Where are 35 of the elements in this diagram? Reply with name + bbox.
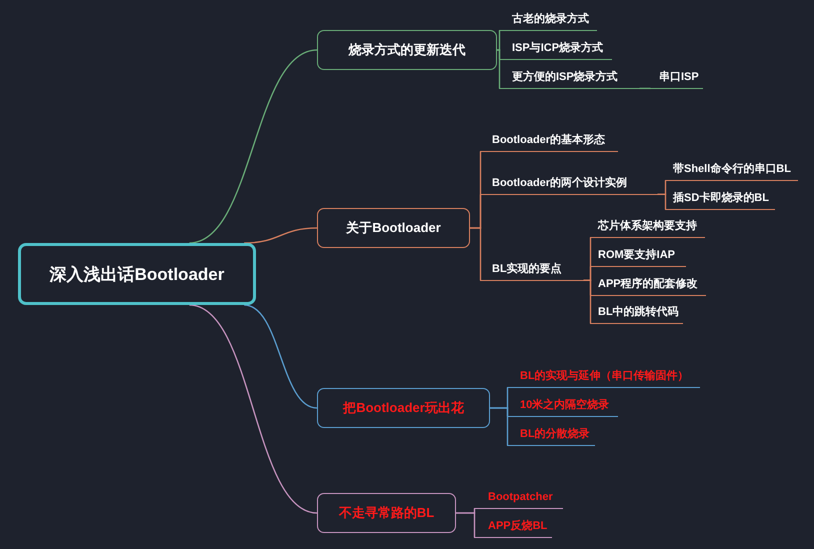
subtopic-label: APP程序的配套修改 [590, 276, 706, 296]
subtopic-label: 带Shell命令行的串口BL [665, 161, 798, 181]
subtopic-label: BL中的跳转代码 [590, 304, 683, 324]
subtopic-label: Bootloader的两个设计实例 [480, 175, 658, 195]
connector-line [658, 194, 666, 210]
subtopic-label: 串口ISP [650, 69, 703, 89]
subtopic-label: Bootpatcher [474, 489, 563, 509]
connector-line [244, 304, 318, 409]
subtopic-label: 古老的烧录方式 [499, 11, 597, 31]
subtopic-label: ROM要支持IAP [590, 247, 686, 267]
subtopic-label: 10米之内隔空烧录 [507, 397, 618, 417]
subtopic-label: 芯片体系架构要支持 [590, 218, 705, 238]
subtopic-label: ISP与ICP烧录方式 [499, 40, 612, 60]
connector-line [497, 49, 500, 88]
topic-box: 不走寻常路的BL [317, 493, 456, 533]
connector-line [470, 227, 482, 280]
central-topic-box: 深入浅出话Bootloader [18, 243, 256, 305]
topic-box: 把Bootloader玩出花 [317, 388, 490, 428]
subtopic-label: 插SD卡即烧录的BL [665, 190, 775, 210]
subtopic-label: BL的分散烧录 [507, 426, 595, 446]
connector-line [490, 407, 508, 446]
subtopic-label: APP反烧BL [474, 518, 552, 538]
connector-line [584, 280, 592, 324]
connector-line [189, 304, 318, 514]
subtopic-label: 更方便的ISP烧录方式 [499, 69, 640, 89]
subtopic-label: BL的实现与延伸（串口传输固件） [507, 368, 700, 388]
connector-line [497, 30, 500, 51]
connector-line [189, 49, 318, 244]
connector-line [640, 88, 652, 90]
subtopic-label: Bootloader的基本形态 [480, 132, 618, 152]
connector-line [244, 227, 318, 244]
topic-box: 关于Bootloader [317, 208, 470, 248]
subtopic-label: BL实现的要点 [480, 261, 584, 281]
topic-box: 烧录方式的更新迭代 [317, 30, 497, 70]
connector-line [456, 512, 476, 538]
